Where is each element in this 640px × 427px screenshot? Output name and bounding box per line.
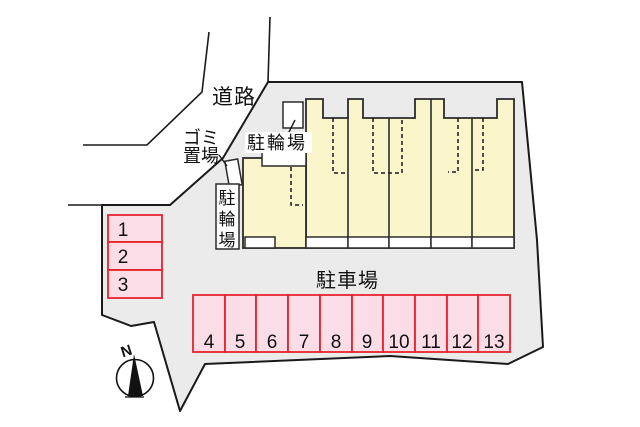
parking-space-number: 11 (421, 332, 441, 353)
parking-space-number: 8 (331, 332, 342, 353)
parking-space-2 (107, 241, 163, 271)
entrance-dashed-mark (473, 118, 484, 171)
bicycle-side-label-char: 場 (219, 231, 236, 250)
road-lines (68, 16, 271, 206)
parking-space-number: 4 (204, 332, 215, 353)
bicycle-parking-side-label: 駐 輪 場 (215, 183, 240, 250)
parking-space-number: 5 (235, 332, 246, 353)
building-left-wing (242, 157, 307, 249)
car-parking-label: 駐車場 (316, 269, 379, 292)
parking-space-number: 3 (118, 275, 129, 296)
bicycle-side-label-char: 輪 (219, 210, 236, 229)
entrance-dashed-mark (332, 118, 346, 174)
parking-space-number: 6 (267, 332, 278, 353)
entrance-dashed-mark (448, 118, 459, 173)
parking-space-12 (446, 294, 479, 353)
parking-space-4 (192, 294, 226, 353)
compass-north-label: N (119, 342, 135, 362)
bicycle-label-leader-line (287, 119, 296, 135)
parking-space-number: 9 (362, 332, 373, 353)
garbage-label-line1: ゴミ (183, 128, 219, 148)
parking-space-number: 13 (483, 332, 504, 353)
corridor-segment (471, 236, 515, 249)
bicycle-parking-top-label: 駐輪場 (245, 132, 312, 153)
parking-space-number: 1 (118, 220, 129, 241)
entrance-dashed-mark (290, 167, 303, 206)
parking-space-3 (107, 269, 163, 299)
bicycle-top-label-bg (245, 132, 312, 153)
corridor-segment (430, 236, 473, 249)
road-edge-upper (83, 31, 210, 146)
building (242, 98, 515, 249)
compass: N (115, 342, 155, 398)
bicycle-side-label-char: 駐 (219, 189, 236, 208)
parking-space-1 (107, 214, 163, 243)
parking-space-7 (287, 294, 321, 353)
wing-entrance-box (244, 236, 276, 249)
garbage-label-leader-line (218, 154, 228, 167)
parking-space-13 (477, 294, 511, 353)
parking-space-9 (351, 294, 384, 353)
parking-bottom-row: 4 5 6 7 8 9 10 11 12 13 (192, 294, 511, 353)
parking-space-number: 7 (299, 332, 310, 353)
parking-space-number: 10 (388, 332, 409, 353)
bicycle-side-label-box (215, 183, 240, 250)
road-edge-right (267, 16, 271, 83)
road-label: 道路 (212, 86, 256, 109)
compass-needle (128, 354, 143, 396)
parking-space-number: 12 (451, 332, 472, 353)
corridor-segment (305, 236, 349, 249)
garbage-label-line2: 置場 (183, 146, 219, 166)
parking-space-8 (319, 294, 353, 353)
parking-left-column: 1 2 3 (107, 214, 163, 299)
corridor-segment (388, 236, 432, 249)
corridor-segment (347, 236, 390, 249)
bicycle-top-label-text: 駐輪場 (247, 133, 307, 153)
bicycle-parking-area-box (282, 101, 304, 129)
parking-space-number: 2 (118, 247, 129, 268)
building-main-outline (305, 98, 515, 249)
parking-space-10 (382, 294, 416, 353)
parking-space-11 (414, 294, 448, 353)
wing-top-notch (261, 151, 307, 167)
